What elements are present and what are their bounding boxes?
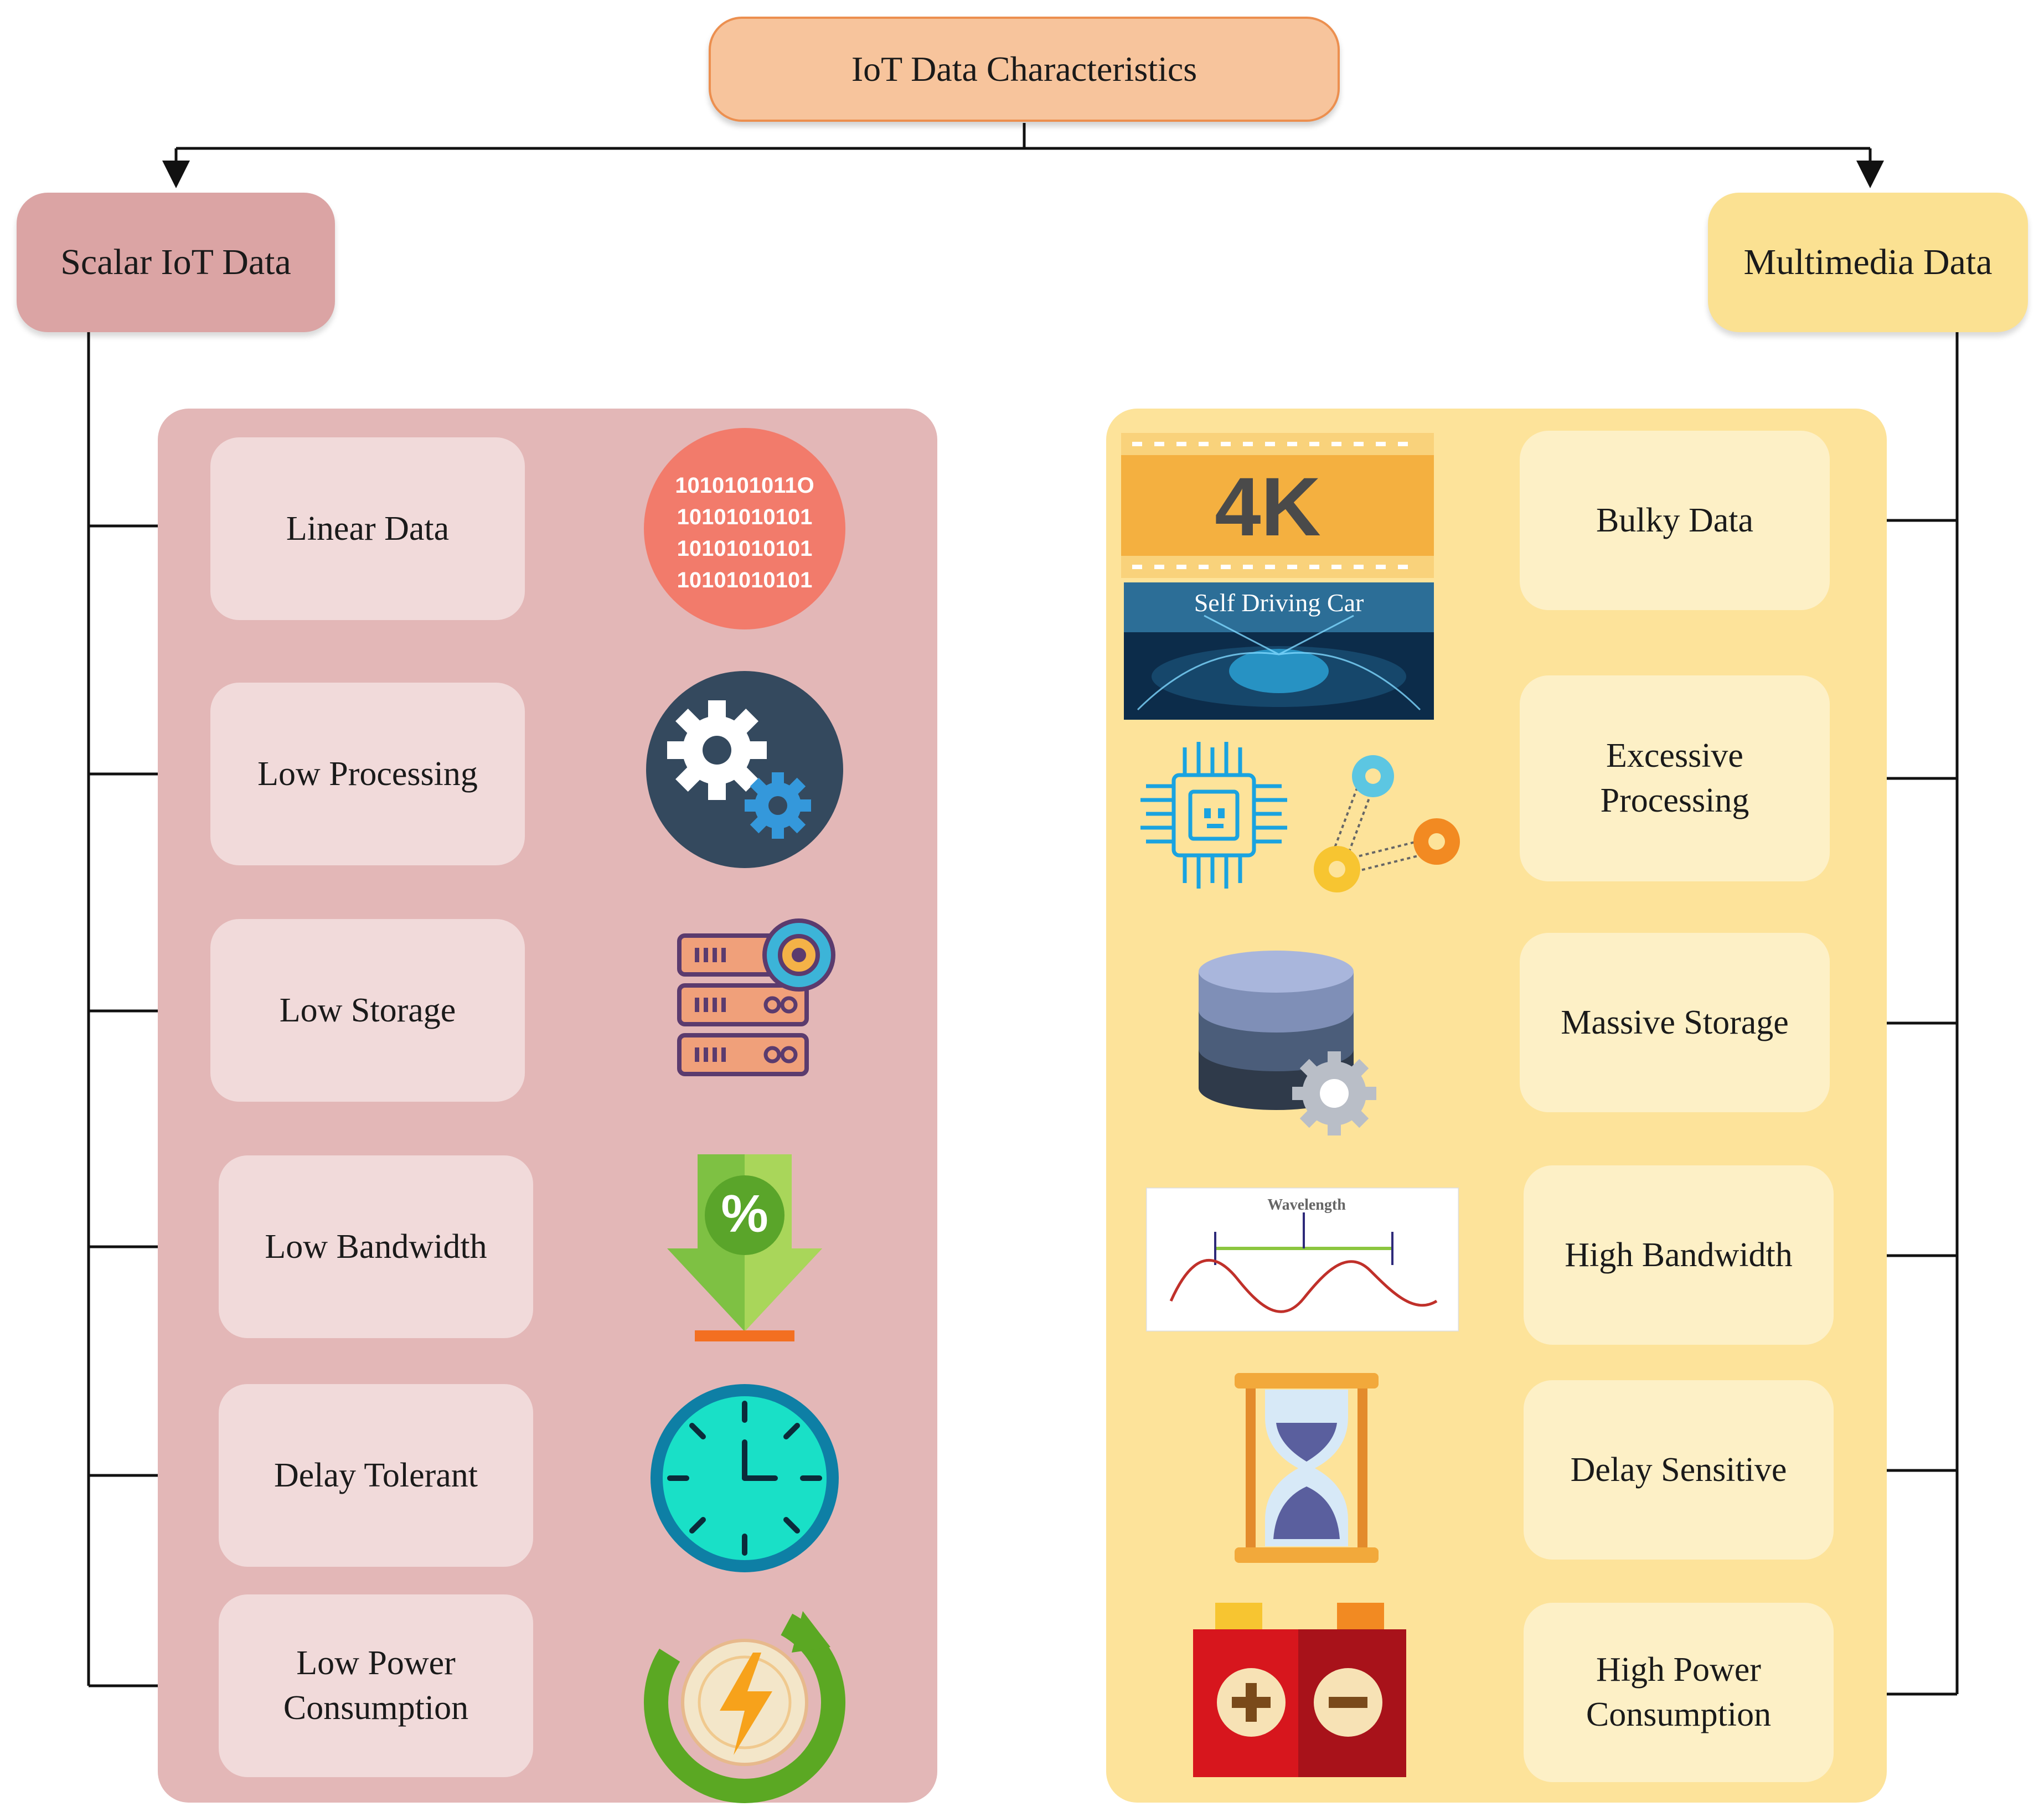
scalar-item-delay-tolerant: Delay Tolerant bbox=[219, 1384, 533, 1567]
diagram-title: IoT Data Characteristics bbox=[709, 17, 1340, 122]
scalar-item-linear-data: Linear Data bbox=[210, 437, 525, 620]
multimedia-item-delay-sensitive: Delay Sensitive bbox=[1524, 1380, 1834, 1560]
scalar-panel bbox=[158, 409, 937, 1803]
multimedia-item-excessive-processing: Excessive Processing bbox=[1520, 675, 1830, 881]
multimedia-item-bulky-data: Bulky Data bbox=[1520, 431, 1830, 610]
svg-text:10101010101: 10101010101 bbox=[677, 505, 813, 529]
scalar-item-low-bandwidth: Low Bandwidth bbox=[219, 1155, 533, 1338]
4k-self-driving-car-icon: 4K Self Driving Car bbox=[1121, 433, 1434, 720]
multimedia-data-node: Multimedia Data bbox=[1708, 193, 2028, 332]
svg-text:Self Driving Car: Self Driving Car bbox=[1194, 589, 1364, 617]
svg-text:10101010101: 10101010101 bbox=[677, 568, 813, 592]
svg-text:%: % bbox=[721, 1184, 768, 1243]
scalar-iot-data-node: Scalar IoT Data bbox=[17, 193, 335, 332]
scalar-item-low-processing: Low Processing bbox=[210, 683, 525, 865]
power-recycle-icon bbox=[644, 1602, 845, 1803]
battery-icon bbox=[1193, 1603, 1406, 1777]
database-icon bbox=[1199, 951, 1376, 1135]
download-percent-icon: % bbox=[667, 1154, 822, 1341]
svg-text:10101010101: 10101010101 bbox=[677, 536, 813, 561]
hourglass-icon bbox=[1235, 1373, 1379, 1563]
server-storage-icon bbox=[677, 918, 835, 1076]
binary-data-icon: 1010101011O 10101010101 10101010101 1010… bbox=[644, 428, 845, 629]
clock-icon bbox=[651, 1384, 839, 1572]
chip-gears-icon bbox=[1140, 742, 1460, 892]
scalar-item-low-power-consumption: Low Power Consumption bbox=[219, 1594, 533, 1777]
multimedia-item-massive-storage: Massive Storage bbox=[1520, 933, 1830, 1112]
multimedia-item-high-bandwidth: High Bandwidth bbox=[1524, 1165, 1834, 1345]
multimedia-item-high-power-consumption: High Power Consumption bbox=[1524, 1603, 1834, 1782]
scalar-item-low-storage: Low Storage bbox=[210, 919, 525, 1102]
svg-text:1010101011O: 1010101011O bbox=[675, 473, 814, 498]
wavelength-icon: Wavelength bbox=[1146, 1188, 1459, 1331]
svg-text:Wavelength: Wavelength bbox=[1267, 1196, 1346, 1214]
gears-icon bbox=[646, 671, 843, 868]
svg-text:4K: 4K bbox=[1215, 460, 1321, 553]
